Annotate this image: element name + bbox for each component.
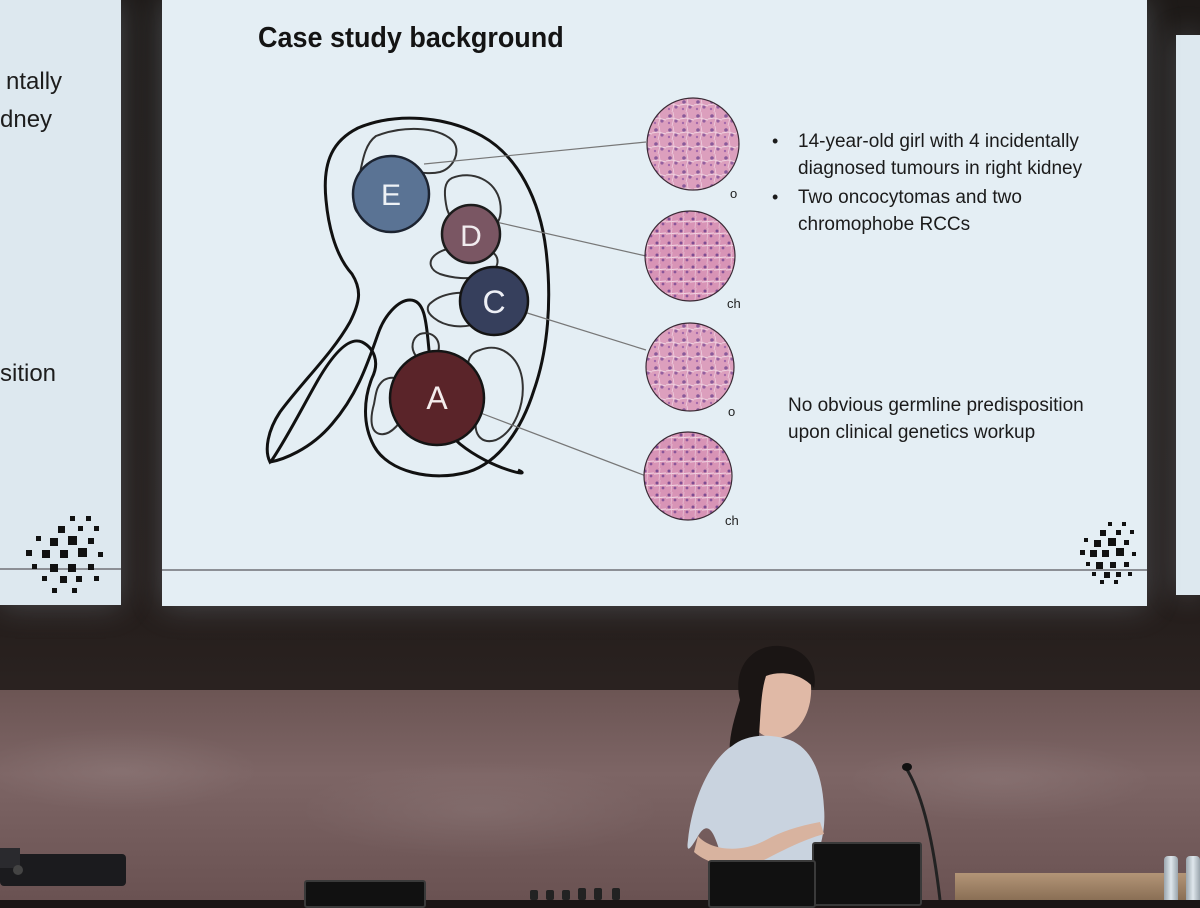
kidney-diagram: E D C A [265,97,740,521]
kidney-outer-edge [265,116,551,478]
connector-line-E [423,141,647,165]
bullet-item: 14-year-old girl with 4 incidentally dia… [770,128,1120,182]
slide-footer-rule [162,569,1147,571]
water-bottle [1186,856,1200,900]
microphone-icon [902,763,942,900]
bullet-item: Two oncocytomas and two chromophobe RCCs [770,184,1120,238]
left-screen-rule [0,568,121,570]
pixel-grid-logo-icon [1080,522,1136,584]
tumour-label-A: A [426,380,448,416]
speaker-arms [694,822,824,867]
histology-tag-3: o [728,404,736,419]
histology-image-4 [643,431,733,521]
histology-tag-1: o [730,186,738,201]
left-screen-text-1: ntally [6,68,63,95]
podium [955,873,1200,900]
presentation-slide: Case study background E D C A [162,0,1147,606]
pixel-grid-logo-icon [26,516,103,593]
left-projection-screen: ntally dney sition [0,0,121,605]
tumour-D [440,203,502,265]
histology-tag-2: ch [727,296,741,311]
water-bottle [1164,856,1178,900]
laptop-center [708,860,816,908]
connector-line-D [495,221,647,257]
tumour-A [388,349,486,447]
bullet-list: 14-year-old girl with 4 incidentally dia… [770,128,1120,240]
laptop-left [304,880,426,908]
histology-image-2 [644,210,736,302]
connector-line-A [477,411,647,477]
histology-image-3 [645,322,735,412]
left-screen-text-2: dney [0,106,53,133]
right-projection-screen [1176,35,1200,595]
bottle-row [530,888,630,900]
kidney-inner-edge [269,298,524,475]
tumour-label-C: C [482,284,505,320]
connector-line-C [523,311,647,351]
tumour-E [351,154,431,234]
stage-wall [0,690,1200,900]
slide-title: Case study background [258,22,564,54]
left-screen-text-3: sition [0,360,57,387]
tumour-label-D: D [460,220,482,253]
histology-tag-4: ch [725,513,739,528]
camera-icon [0,848,126,886]
histology-image-1 [646,97,740,191]
germline-note: No obvious germline predisposition upon … [788,395,1084,443]
tumour-C [458,265,530,337]
tumour-label-E: E [381,179,401,212]
